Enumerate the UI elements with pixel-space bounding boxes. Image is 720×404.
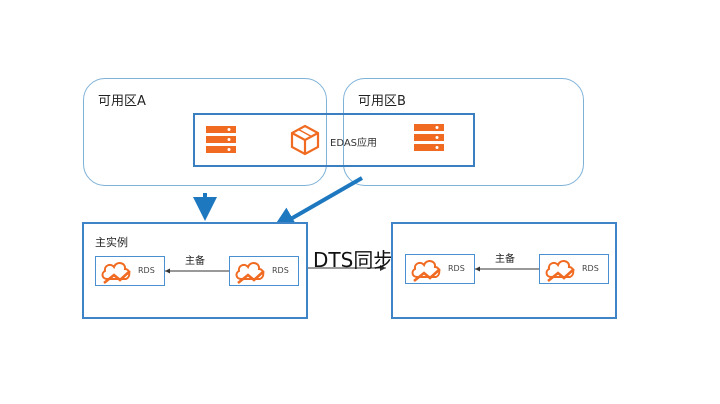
rds-card-primary-left: RDS [95, 256, 165, 286]
edas-box [193, 113, 475, 167]
rds-label: RDS [272, 266, 289, 275]
secondary-link [475, 266, 539, 272]
zone-b [343, 78, 584, 186]
rds-card-secondary-left: RDS [405, 254, 475, 284]
primary-link-label: 主备 [185, 256, 205, 267]
secondary-link-label: 主备 [495, 254, 515, 265]
rds-cloud-icon [234, 259, 268, 289]
rds-label: RDS [448, 264, 465, 273]
rds-cloud-icon [100, 259, 134, 289]
server-icon [206, 125, 236, 155]
rds-cloud-icon [410, 257, 444, 287]
rds-label: RDS [582, 264, 599, 273]
rds-label: RDS [138, 266, 155, 275]
rds-card-secondary-right: RDS [539, 254, 609, 284]
edas-label: EDAS应用 [330, 138, 378, 149]
server-icon [414, 123, 444, 153]
primary-link [165, 268, 229, 274]
zone-a-label: 可用区A [98, 94, 146, 109]
zone-b-label: 可用区B [358, 94, 406, 109]
cube-icon [290, 124, 320, 156]
sync-arrowhead [380, 265, 386, 271]
sync-label: DTS同步 [313, 248, 394, 272]
zone-a [83, 78, 327, 186]
rds-card-primary-right: RDS [229, 256, 299, 286]
rds-cloud-icon [544, 257, 578, 287]
arrow-diagonal [271, 176, 363, 230]
primary-region-title: 主实例 [95, 236, 128, 249]
